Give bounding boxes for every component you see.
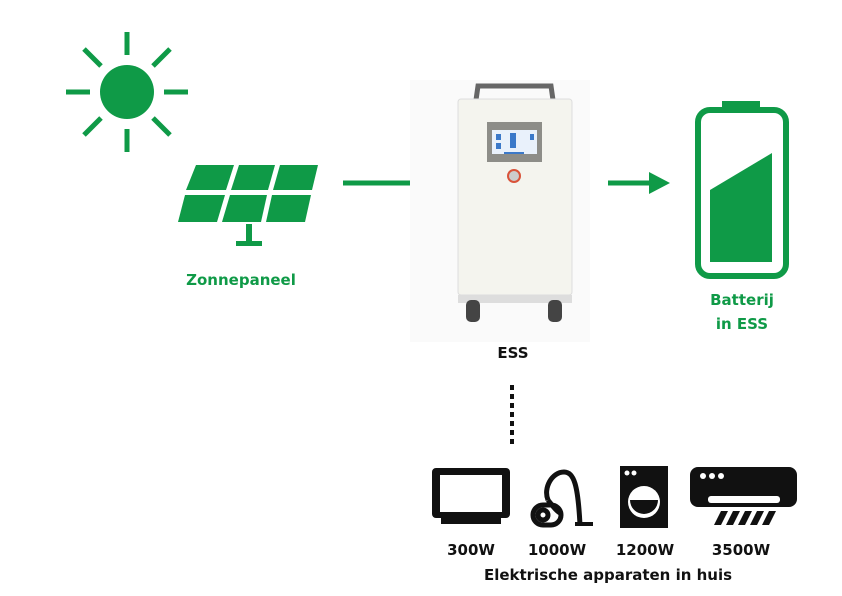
appliance-power-tv: 300W: [447, 541, 495, 559]
air-conditioner-icon: [690, 467, 797, 525]
sun-icon: [66, 32, 188, 152]
appliance-power-vacuum: 1000W: [527, 541, 587, 559]
battery-label-line1: Batterij: [710, 291, 774, 309]
ess-label: ESS: [497, 344, 529, 362]
tv-icon: [432, 468, 510, 524]
solar-panel-icon: [178, 165, 318, 246]
appliance-power-washer: 1200W: [615, 541, 675, 559]
solar-panel-label: Zonnepaneel: [186, 271, 296, 289]
ess-device-image: [410, 80, 590, 342]
appliance-power-ac: 3500W: [711, 541, 771, 559]
battery-label-line2: in ESS: [715, 315, 769, 333]
battery-icon: [695, 101, 789, 279]
washing-machine-icon: [620, 466, 668, 528]
arrow-right-icon: [608, 172, 670, 194]
vacuum-cleaner-icon: [530, 469, 593, 528]
battery-label: Batterij in ESS: [710, 288, 774, 336]
appliances-caption: Elektrische apparaten in huis: [483, 566, 733, 584]
dotted-connector: [510, 385, 514, 447]
